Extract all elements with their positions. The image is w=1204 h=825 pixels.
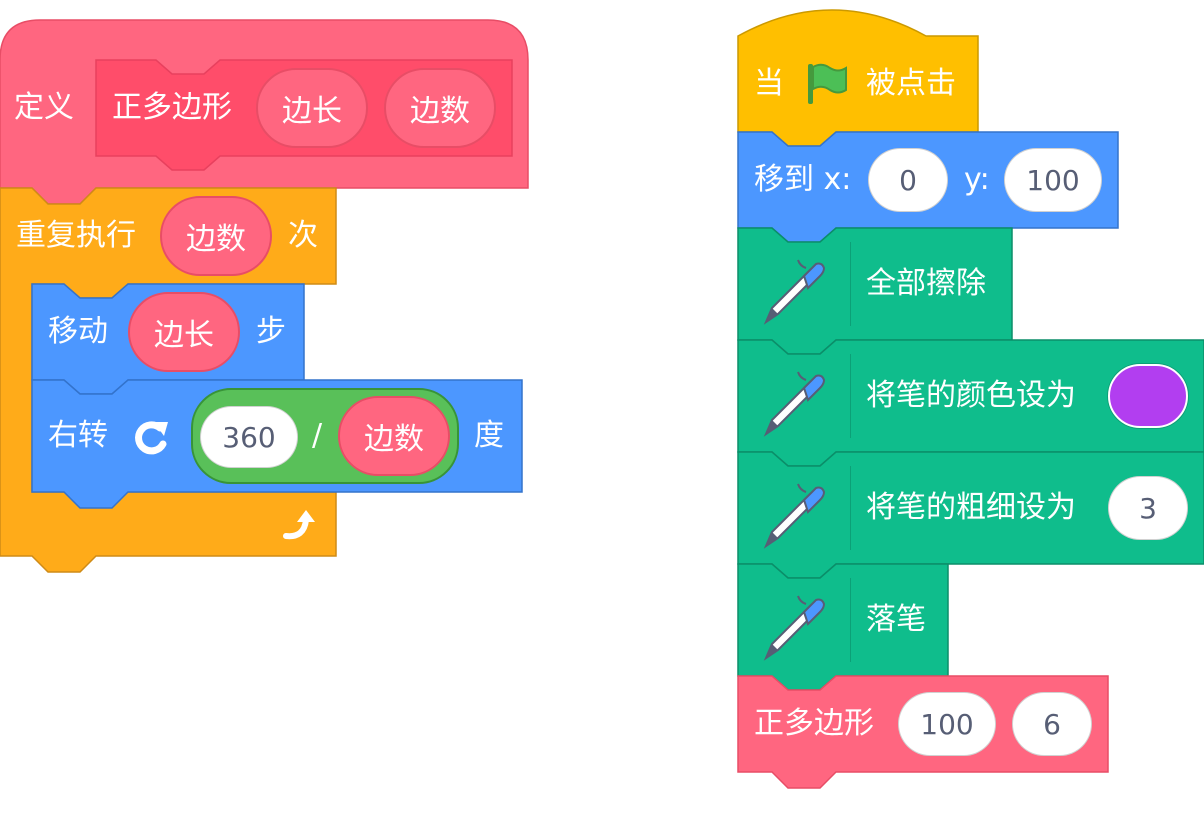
move-label: 移动 [48, 314, 108, 349]
param-count-reporter[interactable]: 边数 [384, 68, 496, 148]
hat-prefix: 当 [754, 66, 784, 101]
define-label: 定义 [14, 90, 74, 125]
call-procedure-name: 正多边形 [754, 706, 874, 741]
dividend-input[interactable]: 360 [200, 406, 298, 468]
turn-label: 右转 [48, 418, 108, 453]
rotate-right-icon [135, 421, 168, 455]
repeat-count-reporter[interactable]: 边数 [160, 196, 272, 276]
move-steps-reporter[interactable]: 边长 [128, 292, 240, 372]
green-flag-icon [808, 63, 847, 104]
set-color-label: 将笔的颜色设为 [866, 378, 1076, 413]
param-side-reporter[interactable]: 边长 [256, 68, 368, 148]
pen-separator [850, 354, 851, 438]
clear-label: 全部擦除 [866, 266, 986, 301]
procedure-name: 正多边形 [112, 90, 232, 125]
pen-down-label: 落笔 [866, 602, 926, 637]
divide-operator-symbol: / [312, 418, 323, 453]
loop-arrow-icon [283, 510, 315, 540]
turn-suffix: 度 [474, 418, 504, 453]
pen-size-input[interactable]: 3 [1108, 476, 1188, 540]
pen-separator [850, 578, 851, 662]
pen-icon [763, 483, 826, 549]
set-size-label: 将笔的粗细设为 [866, 490, 1076, 525]
goto-x-input[interactable]: 0 [868, 148, 948, 212]
goto-label: 移到 x: [754, 162, 852, 197]
pen-color-swatch[interactable] [1108, 364, 1188, 428]
pen-separator [850, 466, 851, 550]
hat-suffix: 被点击 [866, 66, 956, 101]
pen-icon [763, 371, 826, 437]
pen-icon [763, 259, 826, 325]
goto-y-label: y: [964, 162, 990, 197]
call-arg1-input[interactable]: 100 [898, 692, 996, 756]
repeat-label: 重复执行 [16, 218, 136, 253]
pen-icon [763, 595, 826, 661]
move-suffix: 步 [256, 314, 286, 349]
divisor-reporter[interactable]: 边数 [338, 396, 450, 476]
goto-y-input[interactable]: 100 [1004, 148, 1102, 212]
pen-separator [850, 242, 851, 326]
call-arg2-input[interactable]: 6 [1012, 692, 1092, 756]
repeat-suffix: 次 [288, 218, 318, 253]
